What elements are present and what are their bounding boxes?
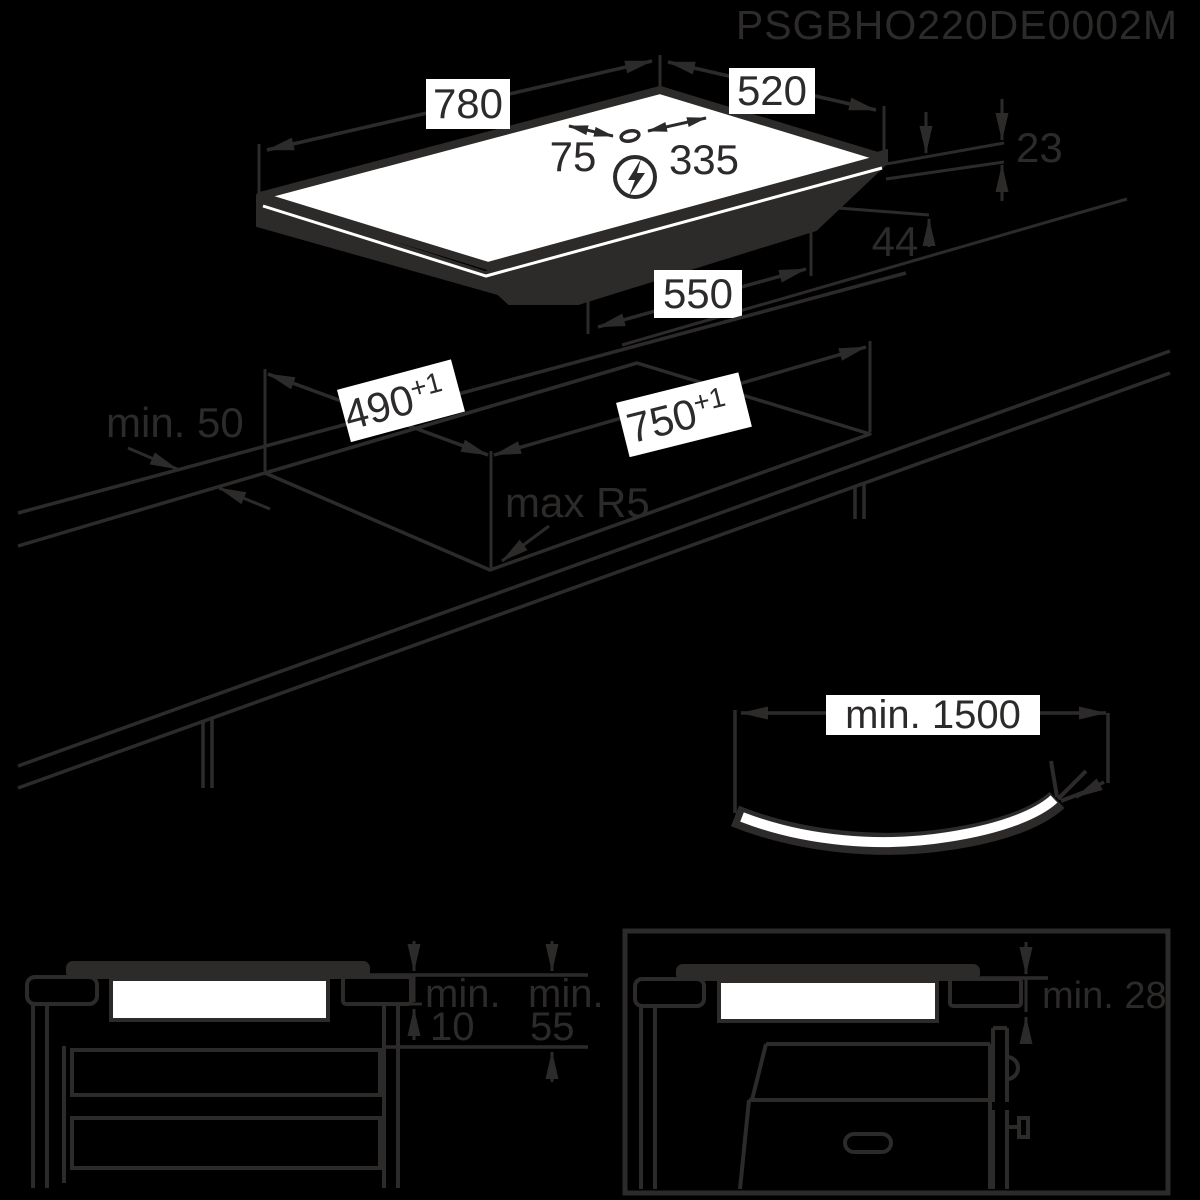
oven-box: [738, 1042, 992, 1190]
power-icon: [613, 155, 657, 199]
cable-wires: [1049, 760, 1096, 803]
worktop-front-top-edge: [17, 349, 1171, 768]
hinge-bump: [1006, 1055, 1020, 1081]
hob-width-label: 780: [433, 80, 503, 127]
cable-offset-left-label: 75: [550, 133, 597, 180]
cabinet-legs: [31, 1004, 400, 1188]
edge-clearance-dimension: min. 50: [106, 399, 271, 511]
side-panel: [991, 1026, 1030, 1189]
cutout-width-dimension: 750+1: [493, 345, 867, 458]
clearance-28-dimension: min. 28: [980, 942, 1167, 1044]
cable-length-label: min. 1500: [845, 693, 1021, 737]
cabinet-leg-back: [853, 484, 866, 519]
worktop-left-profile: [25, 975, 99, 1006]
view-frame: [622, 928, 1171, 1196]
hob-isometric-view: 780 520 75 335 23: [256, 55, 1128, 347]
worktop-right-profile-2: [948, 977, 1023, 1008]
cutout-width-tolerance: +1: [690, 381, 728, 419]
hob-depth-label: 520: [737, 67, 807, 114]
worktop-right-profile: [341, 975, 413, 1006]
corner-radius-label: max R5: [505, 479, 650, 526]
oven-handle: [843, 1132, 893, 1154]
clearance-10-prefix: min.: [425, 972, 501, 1016]
oven-clearance-label: min. 28: [1042, 975, 1167, 1017]
hob-width-dimension: 780: [257, 55, 662, 196]
worktop-front-bottom-edge: [17, 371, 1171, 790]
hob-glass-profile: [66, 961, 370, 979]
height-below-label: 44: [872, 218, 919, 265]
hob-glass-profile-2: [676, 964, 980, 981]
cable-entry-point: [619, 129, 641, 143]
cable-offset-right-label: 335: [669, 136, 739, 183]
clearance-10-dimension: min. 10: [368, 941, 588, 1049]
cable-position-dimensions: 75 335: [550, 116, 739, 183]
cabinet-leg-front: [201, 718, 214, 788]
part-number: PSGBHO220DE0002M: [736, 2, 1178, 48]
worktop-cutout-view: 490+1 750+1 min. 50 max R5: [17, 271, 1171, 790]
body-width-dimension: 550: [586, 267, 807, 334]
body-width-label: 550: [663, 270, 733, 317]
cabinet-legs-2: [639, 1006, 657, 1189]
worktop-left-profile-2: [633, 977, 706, 1008]
corner-radius-callout: max R5: [501, 479, 650, 563]
worktop-back-line: [17, 271, 907, 515]
clearance-55-dimension: min. 55: [383, 941, 604, 1082]
mains-cable-core: [740, 795, 1058, 848]
cutout-depth-dimension: 490+1: [267, 359, 489, 457]
knob: [1017, 1116, 1030, 1139]
oven-clearance-view: min. 28: [622, 928, 1171, 1196]
clearance-55-value: 55: [530, 1005, 575, 1049]
drawer-upper: [70, 1048, 382, 1097]
hob-depth-dimension: 520: [667, 60, 886, 158]
mains-cable-view: min. 1500: [730, 693, 1110, 855]
clearance-10-value: 10: [430, 1005, 475, 1049]
hob-body-profile-2: [717, 979, 939, 1023]
height-above-label: 23: [1016, 124, 1063, 171]
clearance-55-prefix: min.: [528, 972, 604, 1016]
worktop-section-view: min. 10 min. 55: [25, 941, 604, 1188]
glass-edge-highlight: [262, 166, 883, 278]
height-above-dimension: 23: [885, 99, 1063, 201]
edge-clearance-label: min. 50: [106, 399, 244, 446]
hob-body-profile: [109, 977, 330, 1022]
drawer-lower: [70, 1116, 382, 1170]
